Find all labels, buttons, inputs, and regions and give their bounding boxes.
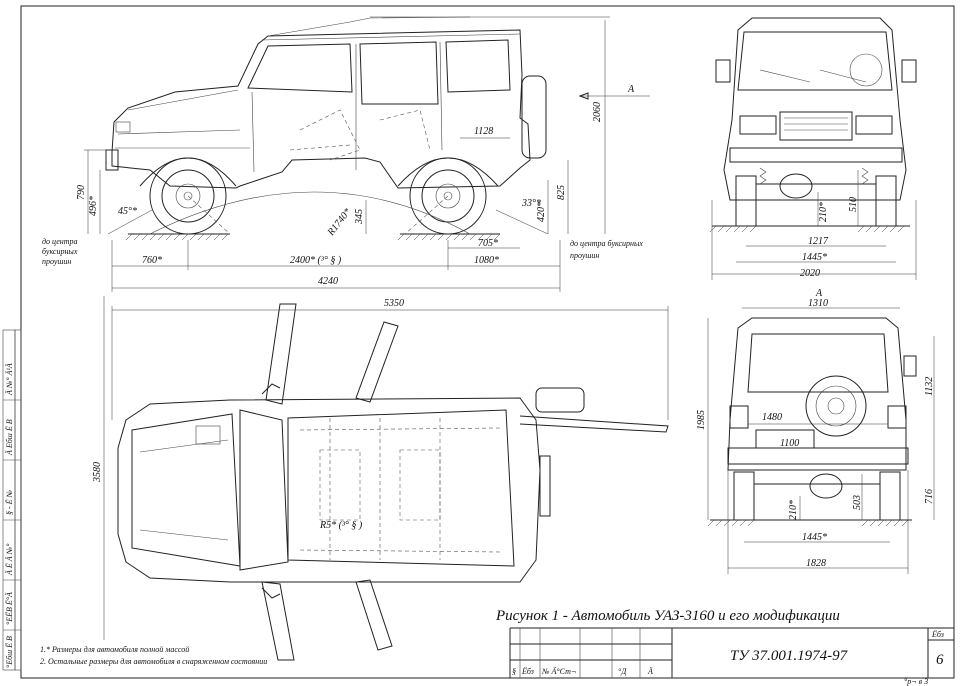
- note-2: 2. Остальные размеры для автомобиля в сн…: [40, 657, 267, 666]
- rear-window: [747, 333, 889, 393]
- front-windshield: [737, 31, 893, 91]
- front-headlight-left: [739, 115, 777, 135]
- sheet-number: 6: [936, 652, 944, 668]
- tb-col5: Ä: [647, 667, 653, 676]
- dim-side-45: 45°*: [118, 206, 137, 217]
- tow-note-left-3: проушин: [42, 257, 71, 266]
- sheet-label: Ёбз: [931, 630, 944, 639]
- rear-spare-wheel: [805, 375, 867, 437]
- dim-side-420: 420*: [536, 202, 547, 222]
- side-window-rear-door: [359, 41, 439, 105]
- top-hood: [131, 413, 241, 567]
- stamp-text-1: Ä №° Ä¹Ä: [5, 363, 14, 396]
- tow-note-right-2: проушин: [570, 251, 599, 260]
- dim-rear-1828: 1828: [806, 558, 826, 569]
- dim-side-radius: R1740*: [325, 207, 353, 239]
- top-door-rear-open: [355, 321, 399, 403]
- top-windshield: [239, 409, 289, 571]
- figure-caption: Рисунок 1 - Автомобиль УАЗ-3160 и его мо…: [495, 608, 840, 624]
- dim-side-33: 33°*: [521, 198, 541, 209]
- stamp-text-6: °Ебш Ё В: [5, 636, 14, 668]
- dim-top-3580: 3580: [92, 462, 103, 483]
- tb-col4: °Д: [618, 667, 627, 676]
- dim-side-2400: 2400* (³° § ): [290, 255, 342, 266]
- rear-body-outline: [727, 317, 907, 471]
- tb-col1: §: [512, 667, 516, 676]
- dim-side-2060: 2060: [592, 102, 603, 122]
- title-block: § Ёбз № Ä°Ст¬ °Д Ä ТУ 37.001.1974-97 Ёбз…: [509, 627, 954, 686]
- dim-front-210: 210*: [818, 202, 829, 222]
- drawing-frame: [20, 5, 955, 679]
- dim-side-705: 705*: [478, 238, 498, 249]
- dim-front-1217: 1217: [808, 236, 829, 247]
- front-ground-hatch: [709, 225, 910, 233]
- front-view: 210* 510 1217 1445* 2020: [709, 17, 917, 280]
- top-view: 5350 3580 R5* (³° § ): [92, 296, 669, 661]
- tow-note-left-1: до центра: [42, 237, 78, 246]
- dim-top-inner: R5* (³° § ): [319, 520, 363, 531]
- dim-front-510: 510: [848, 197, 859, 212]
- dim-rear-716: 716: [924, 489, 935, 504]
- dim-top-5350: 5350: [384, 298, 404, 309]
- side-window-back: [445, 39, 511, 93]
- side-view: 2060 A 1128 790 496* 45°* R1740* 345 33°…: [42, 16, 650, 292]
- rear-view: A 1310 1480 1100 1985 1132 716 210*: [696, 288, 935, 574]
- ground-hatch-left: [125, 233, 230, 241]
- dim-rear-1132: 1132: [924, 377, 935, 396]
- top-roof: [287, 409, 515, 567]
- rear-bumper: [727, 447, 909, 465]
- dim-side-4240: 4240: [318, 276, 338, 287]
- top-spare-wheel: [535, 387, 585, 413]
- tb-col2: Ёбз: [521, 667, 534, 676]
- side-spare-wheel: [521, 75, 547, 159]
- front-headlight-right: [855, 115, 893, 135]
- side-window-front: [247, 43, 353, 93]
- dim-rear-1985: 1985: [696, 410, 707, 430]
- dim-side-345: 345: [354, 209, 365, 225]
- front-body-outline: [723, 17, 907, 201]
- dim-front-2020: 2020: [800, 268, 820, 279]
- dim-rear-1100: 1100: [780, 438, 799, 449]
- dim-rear-a: A: [815, 288, 823, 299]
- dim-rear-503: 503: [852, 495, 863, 510]
- side-body-outline: [111, 29, 531, 189]
- footer-text: °р¬ в 3: [904, 677, 928, 686]
- dim-rear-210: 210*: [788, 500, 799, 520]
- rear-ground-hatch: [707, 519, 912, 527]
- dim-side-760: 760*: [142, 255, 162, 266]
- top-door-front-open: [265, 303, 297, 405]
- front-grille: [779, 111, 853, 141]
- top-body-outline: [117, 397, 541, 583]
- note-1: 1.* Размеры для автомобиля полной массой: [40, 645, 189, 654]
- dim-side-1080: 1080*: [474, 255, 499, 266]
- dim-rear-1445: 1445*: [802, 532, 827, 543]
- stamp-text-4: Ä Ё Ä №°: [5, 543, 14, 576]
- stamp-text-5: °ЕЁВ Ё°Ä: [5, 592, 14, 625]
- tb-col3: № Ä°Ст¬: [541, 667, 576, 676]
- stamp-text-2: Ä Ебш Ё В: [5, 419, 14, 456]
- dim-side-790: 790: [76, 185, 87, 200]
- dim-side-a: A: [627, 84, 635, 95]
- dim-side-825: 825: [556, 185, 567, 200]
- tow-note-left-2: буксирных: [42, 247, 78, 256]
- dim-rear-1480: 1480: [762, 412, 782, 423]
- doc-code: ТУ 37.001.1974-97: [730, 648, 849, 664]
- left-stamp: Ä №° Ä¹Ä Ä Ебш Ё В § - Ё № Ä Ё Ä №° °ЕЁВ…: [2, 329, 22, 671]
- dim-rear-1310: 1310: [808, 298, 828, 309]
- dim-side-1128: 1128: [474, 126, 493, 137]
- front-bumper: [729, 147, 903, 163]
- stamp-text-3: § - Ё №: [5, 489, 14, 515]
- dim-front-1445: 1445*: [802, 252, 827, 263]
- dim-side-496: 496*: [88, 196, 99, 216]
- tow-note-right-1: до центра буксирных: [570, 239, 643, 248]
